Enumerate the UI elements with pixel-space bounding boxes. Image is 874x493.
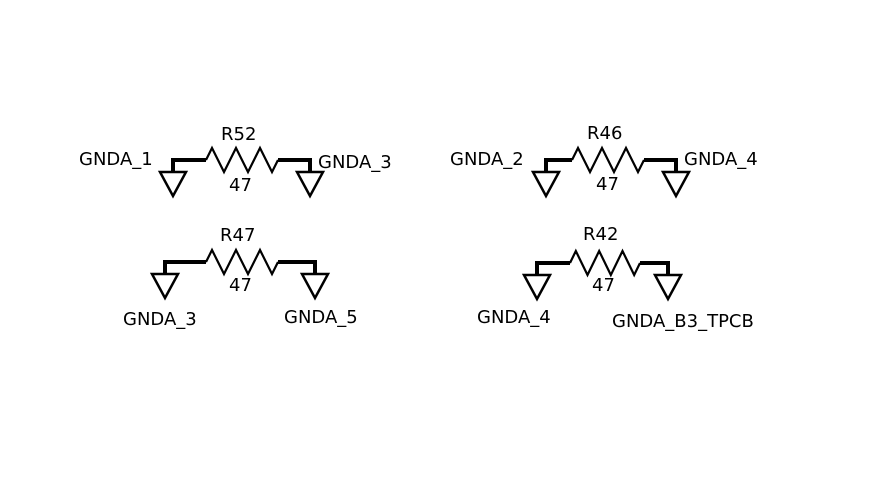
net-label: GNDA_2 [450,149,524,170]
ground-symbol-icon [157,170,189,199]
resistor-r42-symbol [569,248,641,278]
wire [544,158,572,172]
resistor-ref-r42: R42 [583,224,619,245]
net-label: GNDA_B3_TPCB [612,311,754,332]
resistor-ref-r47: R47 [220,225,256,246]
resistor-r47-symbol [205,247,279,277]
ground-symbol-icon [660,170,692,199]
ground-symbol-icon [149,272,181,301]
net-label: GNDA_4 [477,307,551,328]
resistor-value-r52: 47 [229,175,252,196]
net-label: GNDA_3 [318,152,392,173]
resistor-value-r46: 47 [596,174,619,195]
resistor-r46-symbol [571,145,645,175]
resistor-ref-r46: R46 [587,123,623,144]
resistor-r52-symbol [205,145,279,175]
ground-symbol-icon [294,170,326,199]
wire [163,260,206,274]
wire [171,158,206,172]
ground-symbol-icon [652,273,684,302]
wire [278,158,312,172]
net-label: GNDA_3 [123,309,197,330]
resistor-value-r42: 47 [592,275,615,296]
resistor-ref-r52: R52 [221,124,257,145]
wire [278,260,317,274]
wire [535,261,570,275]
ground-symbol-icon [530,170,562,199]
ground-symbol-icon [299,272,331,301]
ground-symbol-icon [521,273,553,302]
net-label: GNDA_4 [684,149,758,170]
wire [644,158,678,172]
wire [640,261,670,275]
net-label: GNDA_5 [284,307,358,328]
net-label: GNDA_1 [79,149,153,170]
resistor-value-r47: 47 [229,275,252,296]
